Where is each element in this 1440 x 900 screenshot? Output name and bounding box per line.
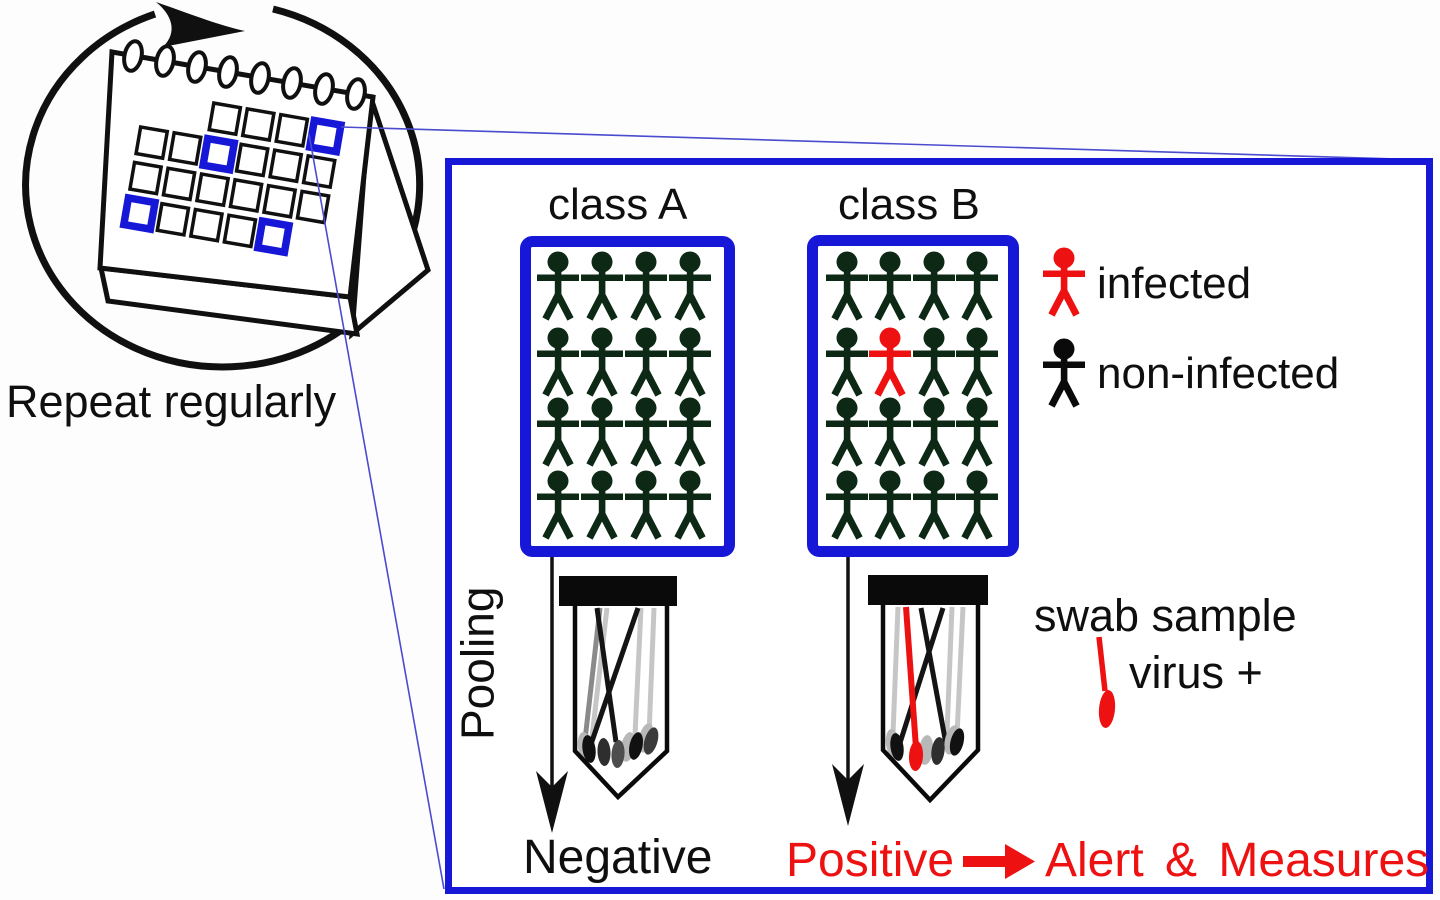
calendar-highlighted-days — [119, 116, 346, 257]
virus-positive-label: virus + — [1129, 647, 1263, 698]
negative-result-label: Negative — [523, 831, 713, 884]
calendar-icon — [97, 39, 431, 340]
legend-non-infected-label: non-infected — [1097, 349, 1340, 398]
repeat-label: Repeat regularly — [6, 376, 337, 427]
swab-virus-icon — [1096, 636, 1116, 728]
class-b-box — [807, 235, 1019, 557]
callout-lines — [308, 126, 1430, 890]
positive-swab-head — [908, 741, 924, 771]
pool-arrow-b — [832, 557, 864, 826]
legend-infected-label: infected — [1097, 259, 1252, 308]
pool-arrow-a — [536, 557, 568, 833]
pool-tube-a-icon — [559, 576, 677, 801]
positive-result-label: Positive — [786, 834, 955, 887]
pooling-label: Pooling — [451, 586, 504, 741]
pool-tube-b-icon — [868, 575, 988, 804]
calendar-grid — [119, 101, 346, 257]
swab-sample-label: swab sample — [1034, 590, 1297, 641]
positive-arrow-icon — [963, 844, 1035, 879]
class-a-label: class A — [548, 180, 688, 229]
cycle-arrow-icon — [22, 2, 424, 371]
class-b-label: class B — [838, 180, 980, 229]
spiral-binding — [122, 39, 367, 111]
alert-measures-label: Alert & Measures — [1045, 834, 1430, 887]
